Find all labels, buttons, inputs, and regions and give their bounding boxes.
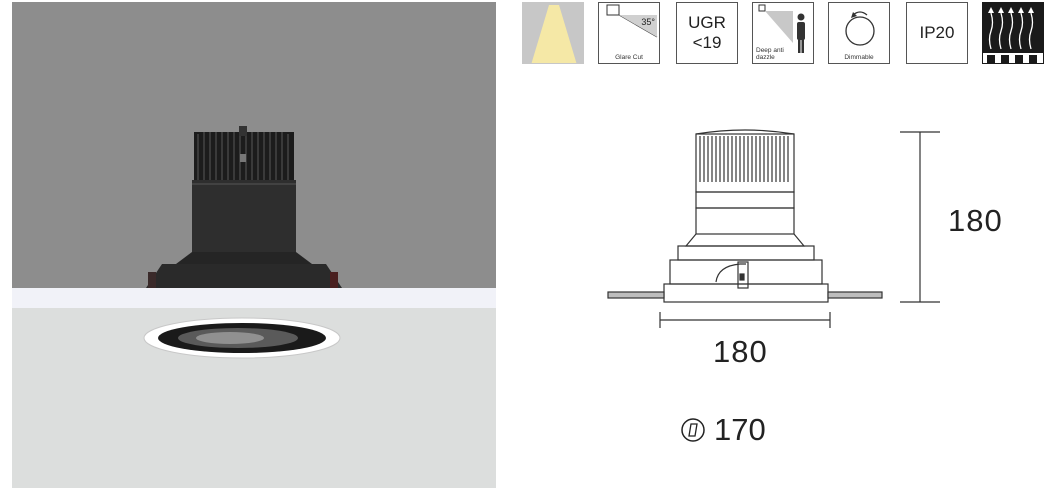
ip-rating-label: IP20 — [919, 23, 955, 42]
ugr-icon: UGR <19 — [676, 2, 738, 64]
product-photo-ceiling — [12, 308, 496, 488]
deep-anti-dazzle-icon: Deep anti dazzle — [752, 2, 814, 64]
downlight-trim-illustration — [143, 317, 341, 359]
ugr-line1: UGR — [688, 13, 726, 32]
width-dimension-line — [659, 312, 831, 328]
width-dimension-label: 180 — [713, 334, 768, 369]
glare-cut-icon: 35° Glare Cut — [598, 2, 660, 64]
cut-out-value: 170 — [714, 412, 766, 447]
heat-dissipation-icon — [982, 2, 1044, 64]
photo-divider — [12, 288, 496, 308]
dimmable-icon: Dimmable — [828, 2, 890, 64]
technical-drawing — [607, 129, 940, 328]
cut-out-dimension: 170 — [680, 412, 766, 448]
product-photo-housing — [12, 2, 496, 288]
glare-cut-caption: Glare Cut — [615, 54, 643, 61]
drawing-body — [607, 191, 883, 303]
downlight-housing-illustration — [146, 126, 342, 288]
beam-angle-icon — [522, 2, 584, 64]
height-dimension-label: 180 — [948, 203, 1003, 238]
drawing-heatsink — [695, 129, 795, 193]
cut-out-diameter-icon — [681, 418, 705, 442]
height-dimension-line — [900, 131, 940, 303]
glare-angle-label: 35° — [641, 17, 655, 27]
deep-anti-caption-line1: Deep anti — [756, 47, 784, 54]
deep-anti-caption-line2: dazzle — [756, 54, 775, 61]
heatsink-fins — [194, 126, 294, 182]
ugr-line2: <19 — [692, 33, 722, 52]
ip-rating-icon: IP20 — [906, 2, 968, 64]
dimmable-caption: Dimmable — [844, 54, 874, 61]
